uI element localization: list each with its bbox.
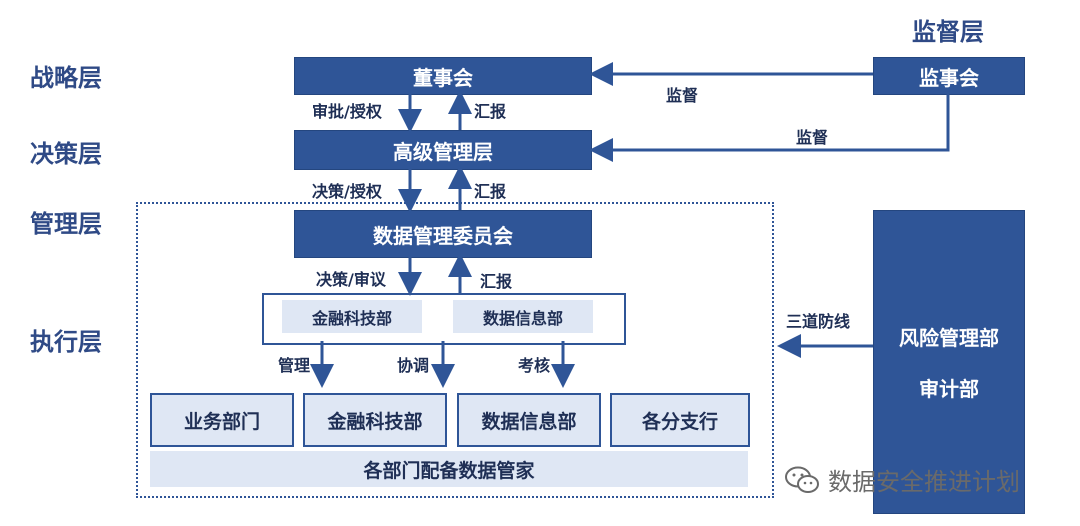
watermark-text: 数据安全推进计划	[828, 468, 1020, 496]
decide-authorize-label: 决策/授权	[312, 182, 382, 201]
fintech-dept-inner-box: 金融科技部	[282, 300, 422, 333]
fintech-dept-box: 金融科技部	[303, 393, 447, 447]
decide-review-label: 决策/审议	[316, 270, 386, 289]
senior-management-label: 高级管理层	[393, 139, 493, 164]
supervise-label-2: 监督	[796, 128, 829, 147]
report-label-2: 汇报	[474, 182, 507, 201]
branches-label: 各分支行	[641, 410, 718, 433]
audit-dept-label: 审计部	[919, 377, 979, 401]
branches-box: 各分支行	[610, 393, 750, 447]
layer-strategy-label: 战略层	[30, 64, 102, 92]
data-info-dept-label: 数据信息部	[481, 410, 577, 433]
data-info-dept-box: 数据信息部	[457, 393, 601, 447]
watermark: 数据安全推进计划	[784, 462, 1020, 497]
data-stewards-box: 各部门配备数据管家	[150, 451, 748, 487]
board-box: 董事会	[294, 57, 592, 95]
data-info-dept-inner-box: 数据信息部	[453, 300, 593, 333]
layer-execution-label: 执行层	[30, 328, 102, 356]
three-lines-label: 三道防线	[786, 312, 851, 331]
risk-audit-box: 风险管理部 审计部	[873, 210, 1025, 514]
fintech-dept-label: 金融科技部	[327, 410, 423, 433]
layer-decision-label: 决策层	[30, 140, 102, 168]
coordinate-label: 协调	[397, 356, 430, 375]
business-dept-box: 业务部门	[150, 393, 294, 447]
fintech-dept-inner-label: 金融科技部	[311, 308, 392, 328]
report-label-1: 汇报	[474, 102, 507, 121]
data-info-dept-inner-label: 数据信息部	[482, 308, 563, 328]
layer-management-label: 管理层	[30, 210, 102, 238]
senior-management-box: 高级管理层	[294, 130, 592, 170]
assess-label: 考核	[518, 356, 551, 375]
risk-dept-label: 风险管理部	[899, 326, 999, 350]
board-label: 董事会	[413, 65, 473, 90]
approve-authorize-label: 审批/授权	[312, 102, 382, 121]
manage-label: 管理	[278, 356, 311, 375]
data-committee-label: 数据管理委员会	[373, 223, 513, 248]
business-dept-label: 业务部门	[183, 410, 260, 433]
supervise-label-1: 监督	[666, 86, 699, 105]
management-scope-frame	[136, 202, 774, 498]
supervise-arrow-2	[589, 93, 950, 162]
supervisory-board-label: 监事会	[919, 65, 979, 90]
layer-supervision-label: 监督层	[912, 18, 984, 46]
report-label-3: 汇报	[480, 272, 513, 291]
supervisory-board-box: 监事会	[873, 57, 1025, 95]
data-stewards-label: 各部门配备数据管家	[363, 459, 535, 482]
wechat-icon	[785, 466, 819, 493]
data-committee-box: 数据管理委员会	[294, 210, 592, 258]
